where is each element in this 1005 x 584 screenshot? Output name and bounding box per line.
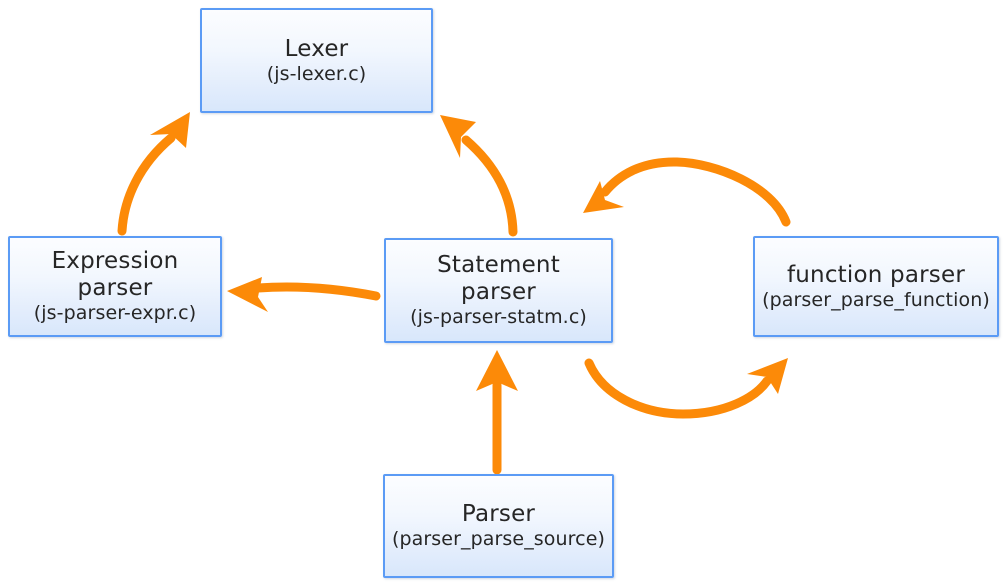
node-lexer[interactable]: Lexer (js-lexer.c) <box>200 8 433 113</box>
node-function-parser[interactable]: function parser (parser_parse_function) <box>753 236 999 337</box>
node-statement-parser-subtitle: (js-parser-statm.c) <box>410 306 587 329</box>
node-function-parser-title: function parser <box>786 261 965 288</box>
edge-statement-parser-to-function-parser <box>584 358 788 419</box>
edge-function-parser-to-statement-parser <box>583 157 791 227</box>
node-lexer-title: Lexer <box>284 35 349 62</box>
edge-expression-parser-to-lexer <box>117 112 190 236</box>
node-expression-parser-title: Expression parser <box>51 248 179 302</box>
node-parser-subtitle: (parser_parse_source) <box>391 528 606 551</box>
node-lexer-subtitle: (js-lexer.c) <box>266 62 367 85</box>
edge-statement-parser-to-expression-parser <box>227 277 381 312</box>
node-expression-parser-subtitle: (js-parser-expr.c) <box>33 302 197 325</box>
edge-statement-parser-to-lexer <box>440 115 518 237</box>
node-statement-parser[interactable]: Statement parser (js-parser-statm.c) <box>384 238 613 343</box>
node-statement-parser-title: Statement parser <box>437 252 560 306</box>
edge-parser-to-statement-parser <box>476 350 518 475</box>
node-parser[interactable]: Parser (parser_parse_source) <box>383 474 614 578</box>
node-parser-title: Parser <box>461 501 536 528</box>
node-function-parser-subtitle: (parser_parse_function) <box>762 288 990 311</box>
node-expression-parser[interactable]: Expression parser (js-parser-expr.c) <box>8 236 222 337</box>
